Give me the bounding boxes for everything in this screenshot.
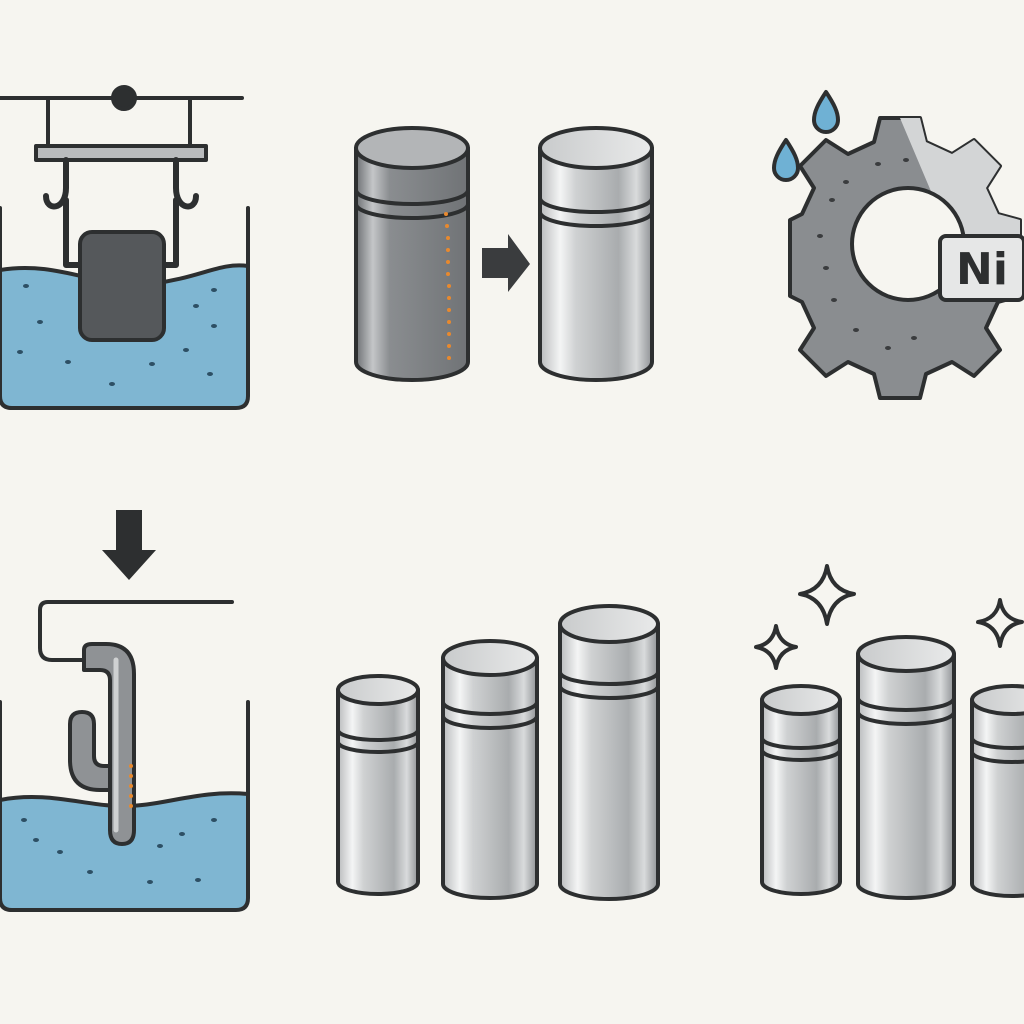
left-hook <box>43 157 69 210</box>
immersed-part <box>78 230 166 342</box>
droplet-icon <box>812 90 840 134</box>
sparkling-cylinders-icon <box>754 564 1024 900</box>
cylinder-right <box>970 684 1024 898</box>
cylinder-before <box>354 126 470 382</box>
nickel-gear-icon: Ni <box>772 90 1024 400</box>
bath-liquid <box>0 793 248 910</box>
cylinder-small <box>336 674 420 896</box>
element-symbol: Ni <box>956 244 1008 295</box>
droplet-icon <box>772 138 800 182</box>
cylinder-transformation-icon <box>354 126 654 382</box>
hook-dip-icon <box>0 510 250 912</box>
gear-texture <box>817 158 917 350</box>
rail-pivot <box>111 85 137 111</box>
tank <box>0 206 250 410</box>
cylinder-left <box>760 684 842 896</box>
sparkle-icon <box>754 624 798 670</box>
rack-bar <box>34 144 208 162</box>
spark-dots <box>444 212 451 360</box>
plated-cylinders-icon <box>336 604 660 901</box>
cylinder-large <box>558 604 660 901</box>
nickel-badge <box>938 234 1024 302</box>
tank <box>0 700 250 912</box>
right-hook <box>173 157 199 210</box>
hanger-wire <box>38 600 234 662</box>
sparkle-icon <box>798 564 856 626</box>
bath-particles <box>17 284 217 386</box>
sparkle-icon <box>976 598 1024 648</box>
cylinder-after <box>538 126 654 382</box>
cylinder-center <box>856 635 956 900</box>
hook-part <box>82 642 136 846</box>
cylinder-medium <box>441 639 539 900</box>
immersion-rack-icon <box>0 85 250 410</box>
spark-dots <box>129 764 133 808</box>
down-arrow-icon <box>102 510 156 580</box>
bath-particles <box>21 818 217 884</box>
right-arrow-icon <box>482 234 530 292</box>
